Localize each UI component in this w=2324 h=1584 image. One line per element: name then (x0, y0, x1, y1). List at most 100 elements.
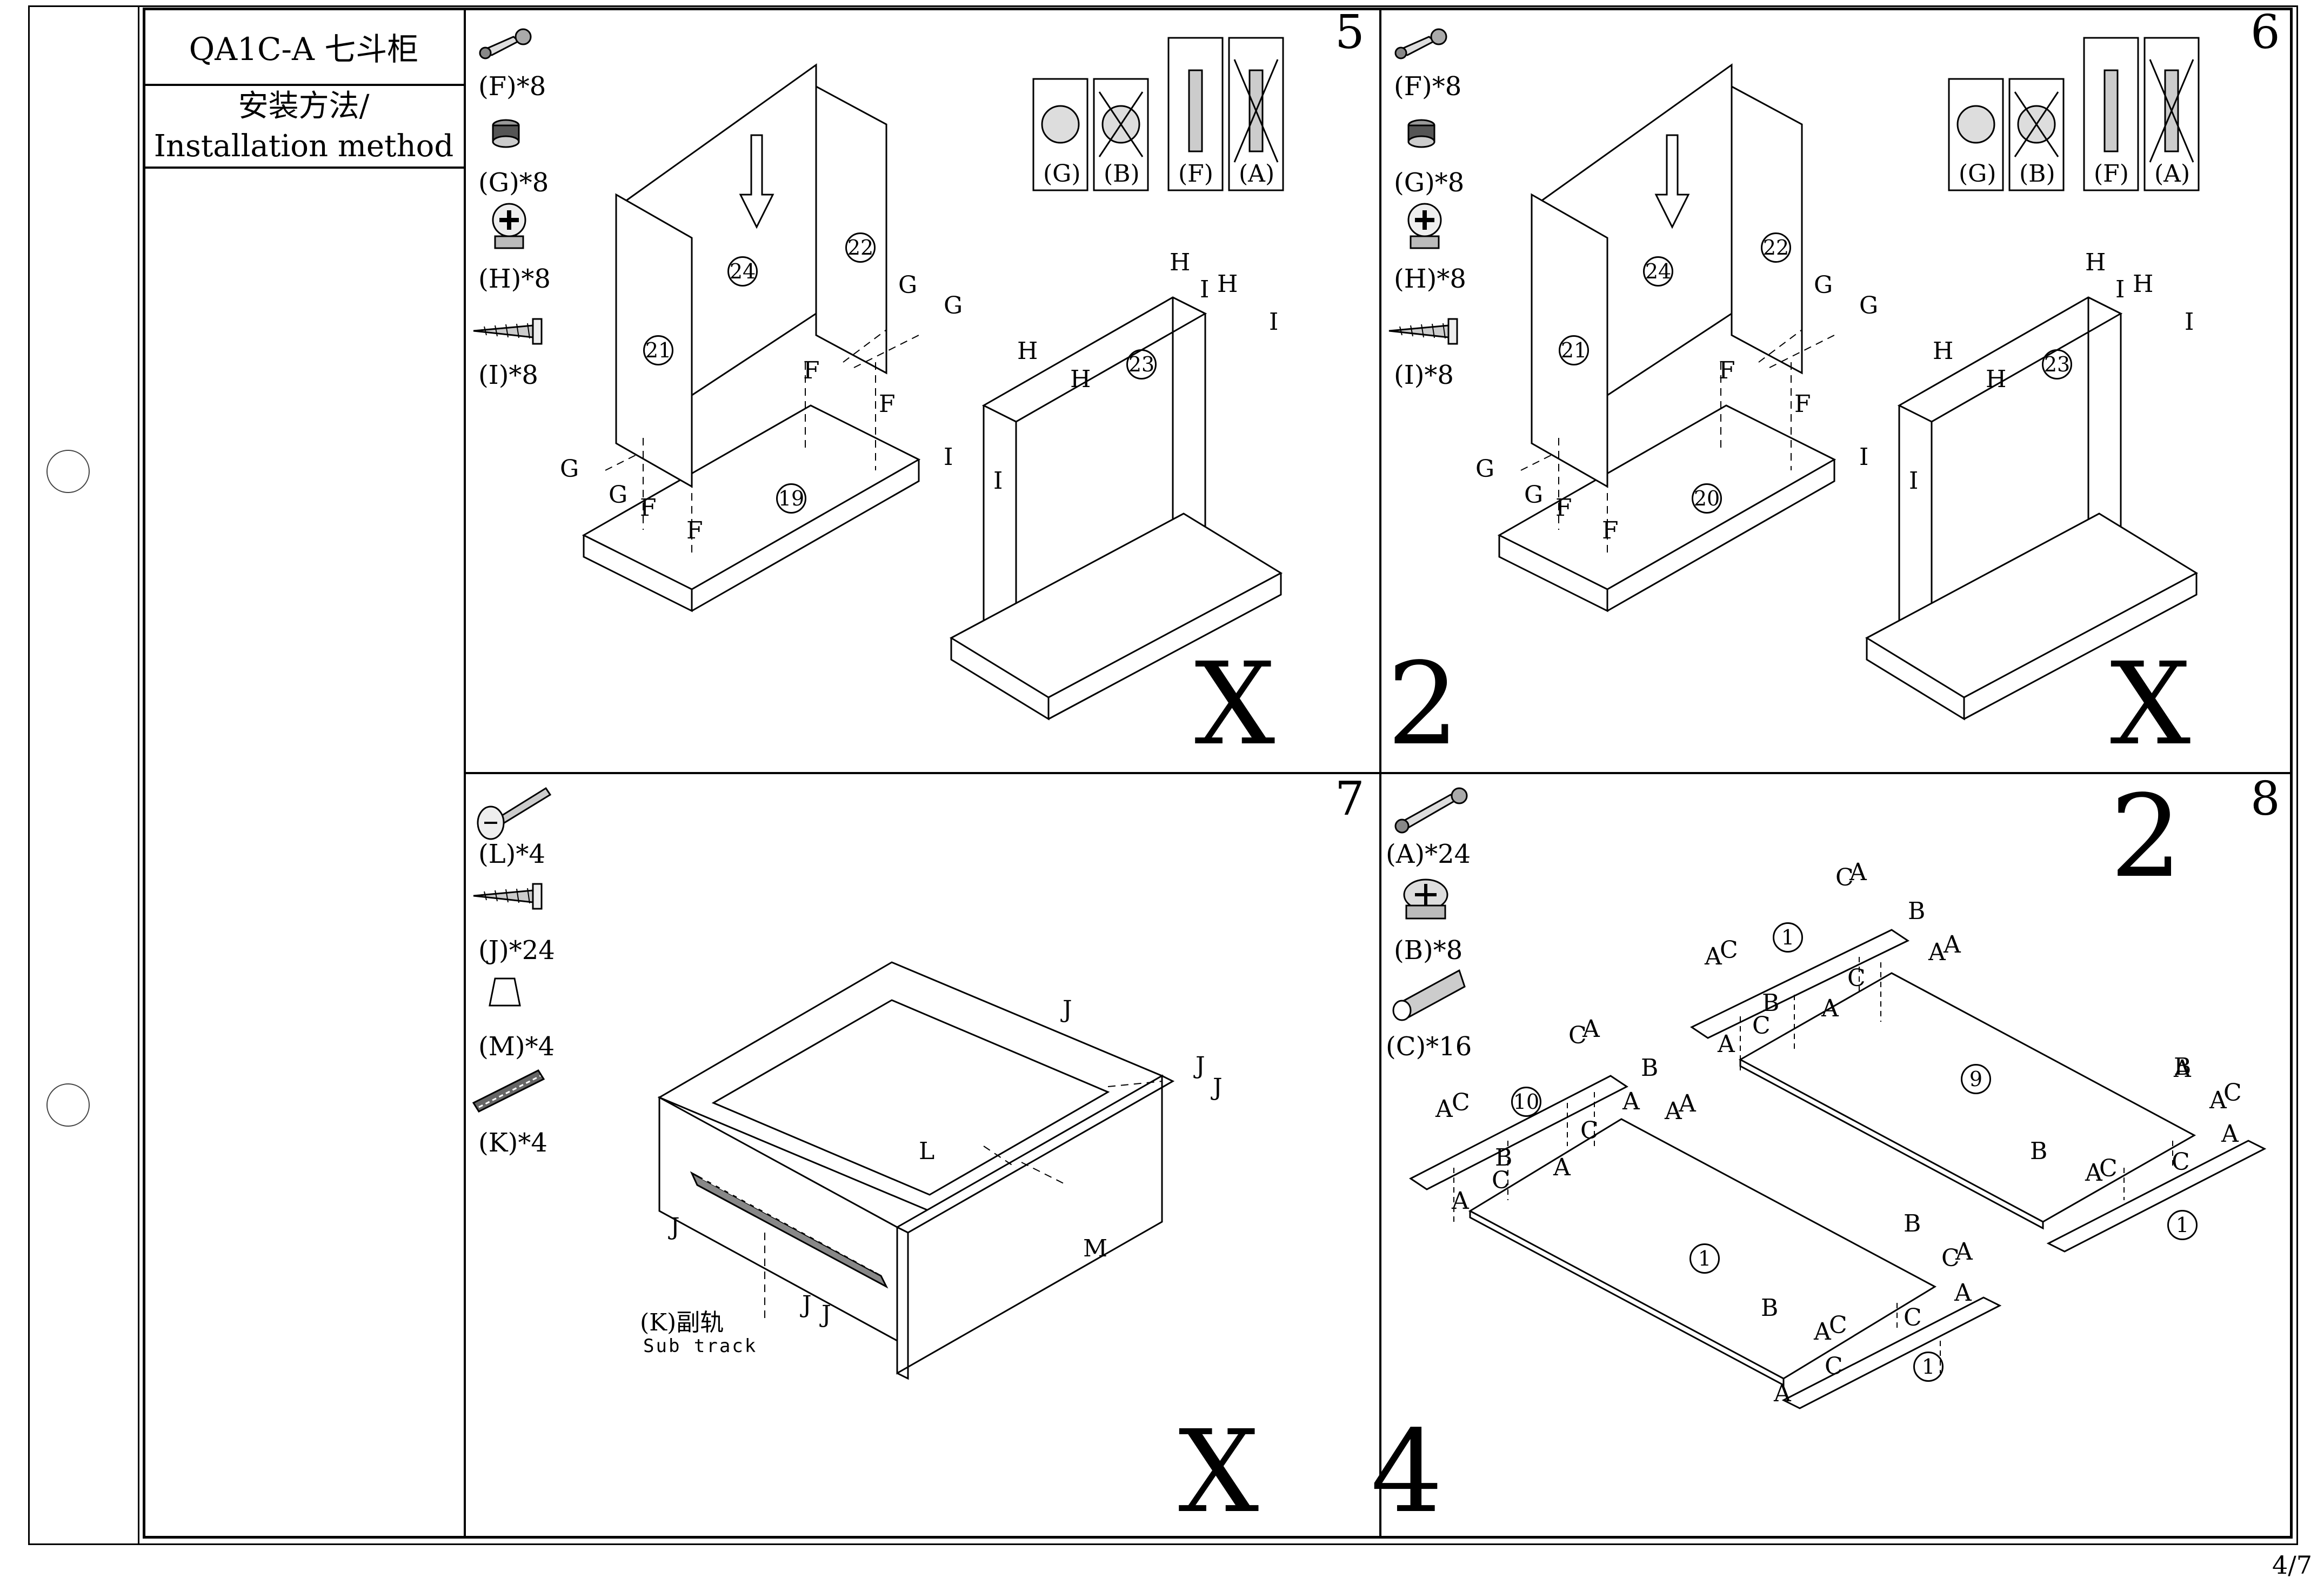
fitting-letter: J (802, 1291, 812, 1319)
step-6-hardware-icons (1388, 28, 1458, 345)
step-5-number: 5 (1335, 5, 1365, 59)
cam-bolt-icon (1394, 28, 1447, 59)
fitting-letter: H (1070, 365, 1091, 393)
step-7-hardware-icons (472, 787, 552, 1113)
hardware-label: (I)*8 (1394, 360, 1454, 390)
hardware-label: (G)*8 (1394, 168, 1465, 198)
step-6-multiplier: X 2 (2110, 638, 2229, 903)
fitting-letter: I (944, 443, 953, 471)
fitting-letter: A (1774, 1380, 1791, 1407)
step-6-assembly-drawing (1497, 63, 2199, 721)
fitting-letter: J (1196, 1052, 1205, 1080)
fitting-letter: B (1495, 1144, 1513, 1172)
cam-lock-small-icon (1407, 119, 1435, 148)
panel-number: 24 (1643, 256, 1673, 287)
fitting-letter: J (670, 1213, 680, 1241)
step-6-number: 6 (2250, 5, 2280, 59)
fitting-letter: H (1933, 337, 1954, 365)
fitting-letter: I (2185, 308, 2194, 336)
step-7-drawer-drawing (657, 961, 1175, 1380)
fitting-letter: A (1665, 1097, 1682, 1125)
fitting-letter: C (1825, 1353, 1843, 1380)
fitting-letter: G (944, 292, 963, 320)
fitting-letter: C (1568, 1022, 1587, 1049)
binder-margin-line (138, 5, 139, 1545)
fitting-letter: H (2085, 249, 2106, 276)
hardware-label: (M)*4 (478, 1031, 555, 1062)
hardware-label: (J)*24 (478, 935, 555, 966)
panel-number: 19 (776, 483, 806, 514)
wood-screw-icon (473, 883, 543, 910)
fitting-letter: A (1718, 1030, 1735, 1058)
legend-label: (F) (2094, 160, 2129, 188)
subtrack-label-en: Sub track (643, 1335, 758, 1357)
fitting-letter: A (2085, 1159, 2102, 1187)
fitting-letter: C (1829, 1312, 1847, 1339)
fitting-letter: I (1909, 467, 1919, 495)
fitting-letter: H (2133, 270, 2154, 298)
fitting-letter: G (1475, 455, 1495, 483)
hardware-label: (G)*8 (478, 168, 549, 198)
fitting-letter: A (1928, 939, 1946, 966)
fitting-letter: A (1582, 1015, 1600, 1043)
fitting-letter: C (1752, 1012, 1771, 1040)
fitting-letter: A (1452, 1187, 1469, 1215)
hardware-label: (K)*4 (478, 1128, 547, 1158)
wood-screw-icon (473, 318, 543, 345)
panel-number: 10 (1511, 1087, 1541, 1117)
fitting-letter: B (1904, 1210, 1921, 1237)
legend-label: (B) (2019, 160, 2055, 188)
fitting-letter: I (1200, 276, 1210, 303)
fitting-letter: C (1904, 1304, 1922, 1332)
fitting-letter: A (1849, 858, 1867, 886)
hardware-label: (H)*8 (1394, 264, 1466, 294)
hardware-label: (C)*16 (1386, 1031, 1472, 1062)
step-7-multiplier: X 4 (1178, 1406, 1481, 1538)
dowel-icon (1392, 969, 1466, 1021)
method-cn: 安装方法/ (238, 89, 370, 124)
fitting-letter: J (1063, 996, 1072, 1023)
step-8-number: 8 (2250, 772, 2280, 826)
legend-label: (B) (1104, 160, 1140, 188)
fitting-letter: A (1955, 1238, 1973, 1266)
cam-lock-icon (1407, 203, 1442, 249)
fitting-letter: F (879, 390, 896, 418)
fitting-letter: A (2221, 1120, 2239, 1148)
fitting-letter: F (1719, 357, 1735, 384)
page-frame (28, 5, 2298, 1545)
cam-lock-icon (1403, 878, 1448, 920)
panel-number: 21 (1559, 335, 1589, 365)
fitting-letter: F (803, 357, 820, 384)
fitting-letter: H (1017, 337, 1038, 365)
step-5-assembly-drawing (582, 63, 1283, 721)
fitting-letter: G (1524, 481, 1544, 509)
fitting-letter: B (1761, 1294, 1779, 1322)
fitting-letter: H (1217, 270, 1238, 298)
page-number: 4/7 (2272, 1550, 2312, 1580)
panel-number: 1 (1913, 1352, 1944, 1382)
fitting-letter: A (1679, 1090, 1696, 1117)
fitting-letter: B (2174, 1053, 2192, 1081)
step-8-assembly-drawing (1409, 929, 2267, 1409)
fitting-letter: F (1602, 517, 1619, 544)
fitting-letter: G (1814, 271, 1833, 299)
fitting-letter: G (1859, 292, 1879, 320)
fitting-letter: C (1452, 1089, 1470, 1116)
subtrack-label-cn: (K)副轨 (640, 1309, 724, 1336)
fitting-letter: B (1641, 1054, 1659, 1082)
knob-screw-icon (477, 787, 552, 840)
cam-bolt-icon (1394, 787, 1468, 834)
method-en: Installation method (153, 129, 454, 164)
fitting-letter: H (1170, 249, 1191, 276)
panel-number: 20 (1692, 483, 1722, 514)
header-divider (143, 84, 464, 86)
step-5-hardware-icons (473, 28, 543, 345)
panel-number: 22 (845, 232, 876, 263)
fitting-letter: A (1435, 1095, 1453, 1123)
fitting-letter: J (1213, 1074, 1223, 1101)
hardware-label: (L)*4 (478, 839, 545, 869)
fitting-letter: F (1555, 494, 1572, 522)
fitting-letter: C (2172, 1148, 2190, 1176)
fitting-letter: A (1954, 1279, 1972, 1307)
fitting-letter: C (1941, 1244, 1960, 1272)
